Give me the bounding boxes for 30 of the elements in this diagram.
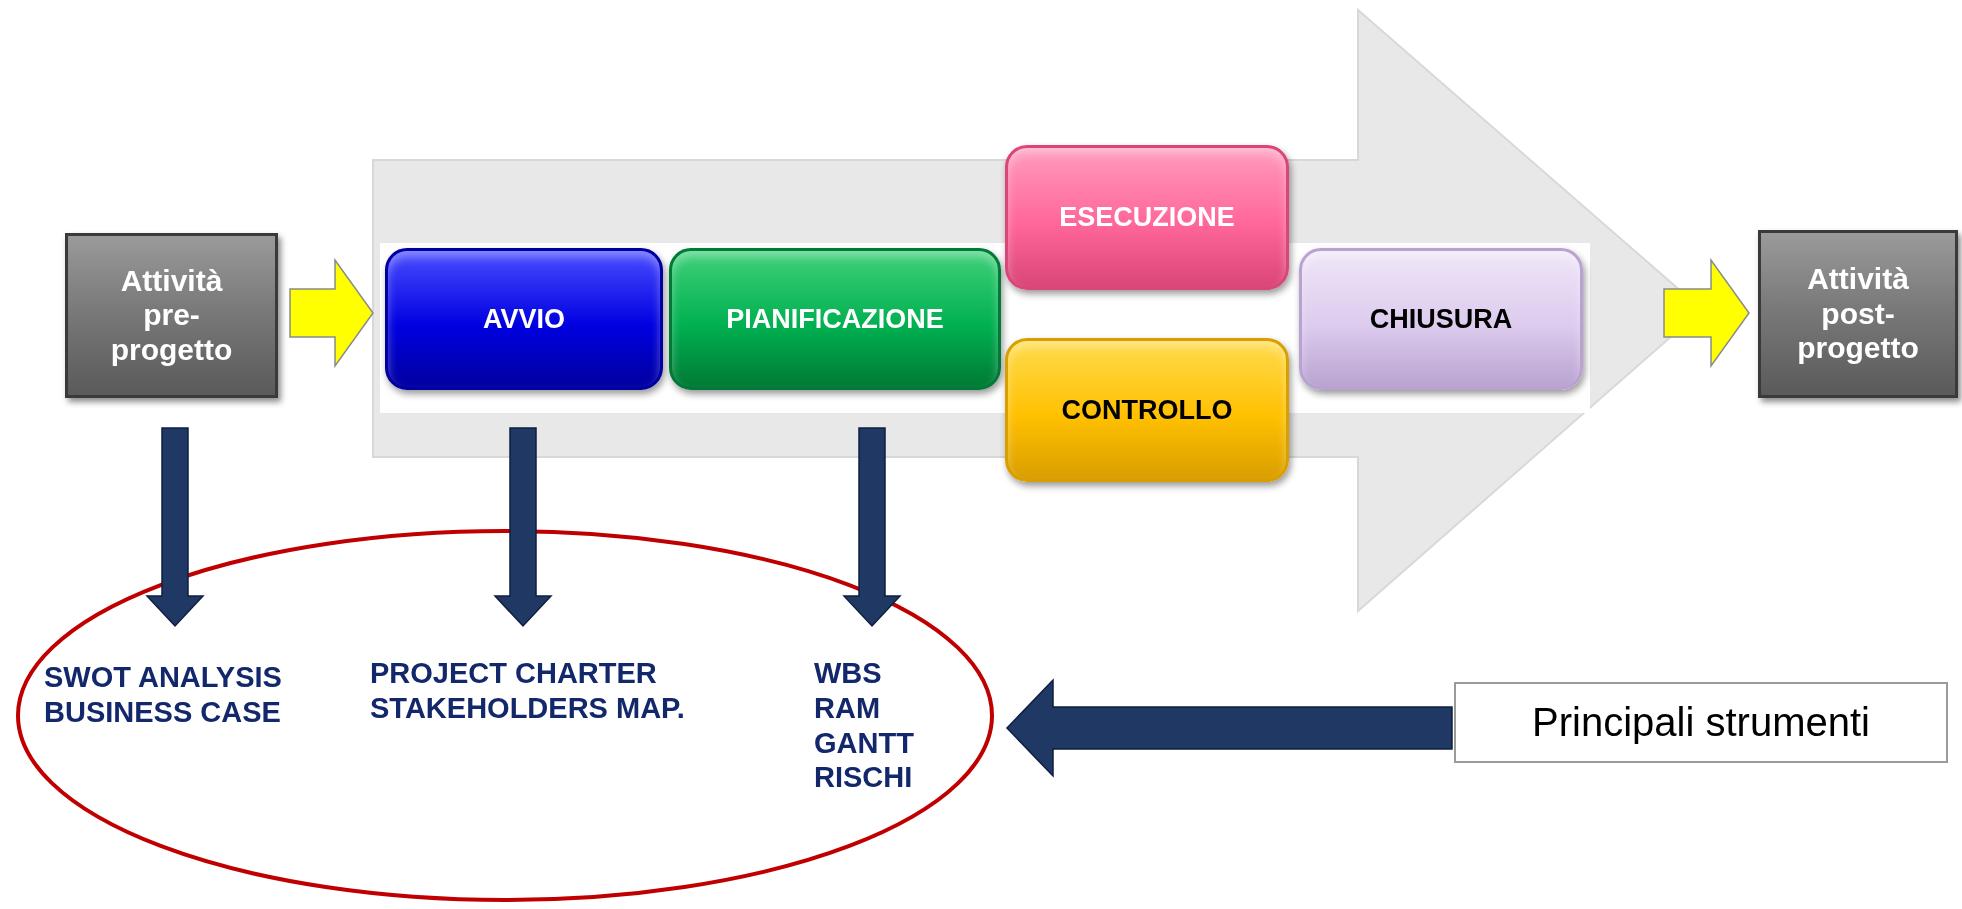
node-label: AVVIO — [483, 303, 565, 335]
phase-box — [1005, 145, 1289, 290]
block-arrow — [842, 427, 902, 628]
activity-box — [1758, 230, 1958, 398]
block-arrow — [493, 427, 553, 628]
activity-box — [65, 233, 278, 398]
tool-name: WBS — [814, 656, 882, 691]
block-arrow — [1663, 257, 1750, 369]
node-label: ESECUZIONE — [1059, 202, 1235, 233]
block-arrow — [289, 257, 374, 369]
phase-box — [669, 248, 1001, 390]
phase-box — [1299, 248, 1583, 390]
tool-name: SWOT ANALYSIS — [44, 660, 282, 695]
phase-box — [1005, 338, 1289, 482]
node-label: CONTROLLO — [1061, 394, 1233, 426]
node-label: PIANIFICAZIONE — [726, 303, 944, 335]
label-box — [1454, 682, 1948, 763]
block-arrow — [145, 427, 205, 628]
tool-name: RISCHI — [814, 760, 913, 796]
tool-name: PROJECT CHARTER — [370, 656, 657, 691]
tool-name: GANTT — [814, 725, 914, 761]
tool-name: STAKEHOLDERS MAP. — [370, 690, 685, 726]
block-arrow — [1005, 678, 1453, 778]
node-label: Attività post-progetto — [1796, 262, 1920, 366]
node-label: CHIUSURA — [1369, 303, 1513, 335]
phase-box — [385, 248, 663, 390]
tool-name: BUSINESS CASE — [44, 694, 281, 730]
node-label: Principali strumenti — [1532, 700, 1870, 745]
node-label: Attività pre-progetto — [109, 263, 234, 368]
tool-name: RAM — [814, 690, 881, 726]
